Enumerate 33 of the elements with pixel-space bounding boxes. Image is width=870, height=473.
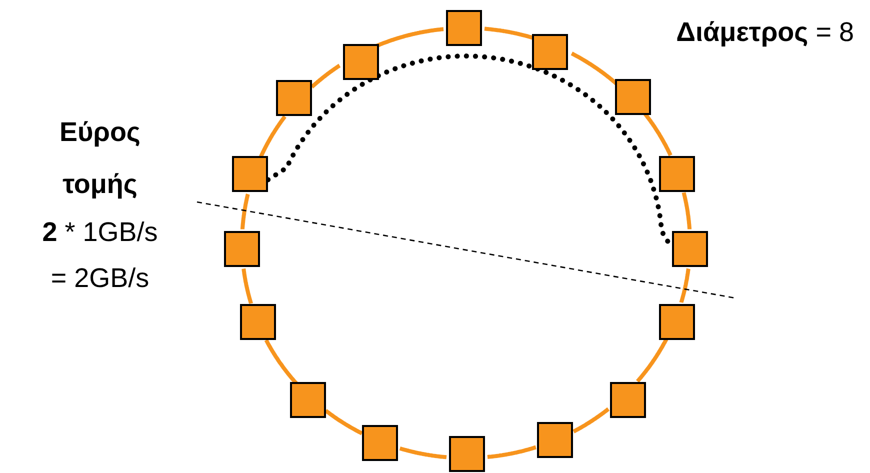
ring-link — [264, 338, 298, 385]
node-box — [537, 422, 573, 458]
node-box — [240, 304, 276, 340]
ring-link — [636, 338, 668, 383]
ring-link — [398, 446, 448, 460]
ring-link — [679, 267, 690, 304]
ring-link — [310, 64, 342, 88]
node-box — [362, 425, 398, 461]
node-box — [615, 79, 651, 115]
node-box — [672, 231, 708, 267]
node-box — [449, 436, 485, 472]
node-box — [659, 156, 695, 192]
node-box — [276, 80, 312, 116]
ring-link — [486, 445, 538, 459]
node-box — [232, 156, 268, 192]
annotation-text: Διάμετρος = 8 — [675, 16, 854, 49]
annotation-text: = 2GB/s — [50, 262, 150, 295]
node-box — [532, 34, 568, 70]
node-box — [290, 382, 326, 418]
ring-link — [682, 191, 692, 231]
ring-link — [374, 27, 444, 48]
node-box — [446, 10, 482, 46]
ring-link — [259, 115, 286, 158]
ring-link — [324, 409, 364, 436]
ring-link — [242, 267, 253, 305]
annotation-text: Εύρος τομής — [58, 116, 142, 201]
node-box — [659, 304, 695, 340]
node-box — [224, 231, 260, 267]
ring-link — [240, 192, 250, 231]
node-box — [343, 44, 379, 80]
ring-link — [572, 407, 610, 434]
annotation-text: 2* 1GB/s — [41, 216, 159, 249]
node-box — [610, 382, 646, 418]
